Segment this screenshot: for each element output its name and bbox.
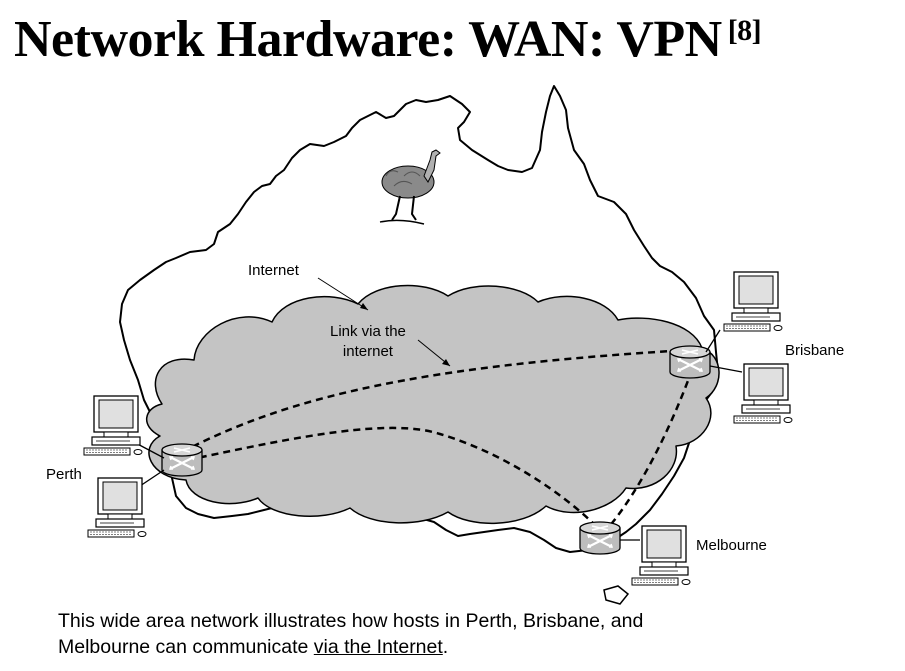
router-icon [160,442,204,478]
router-icon [668,344,712,380]
title-text: Network Hardware: WAN: VPN [14,11,722,68]
emu [379,149,441,225]
caption-end: . [442,636,449,658]
internet-cloud [146,284,720,525]
computer-icon [631,525,691,586]
router-icon [578,520,622,556]
brisbane-label: Brisbane [785,342,845,359]
link-label: Link via the internet [330,323,406,360]
citation-ref[interactable]: [8] [727,14,762,47]
caption: This wide area network illustrates how h… [58,608,878,660]
melbourne-label: Melbourne [696,537,767,554]
computer-icon [83,395,143,456]
computer-icon [723,271,783,332]
computer-icon [87,477,147,538]
slide-title: Network Hardware: WAN: VPN[8] [14,4,762,83]
internet-label: Internet [248,262,299,279]
caption-line-1: This wide area network illustrates how h… [58,610,644,632]
computer-icon [733,363,793,424]
internet-link[interactable]: via the Internet [313,636,443,658]
perth-label: Perth [46,466,82,483]
caption-line-2: Melbourne can communicate [58,636,314,658]
